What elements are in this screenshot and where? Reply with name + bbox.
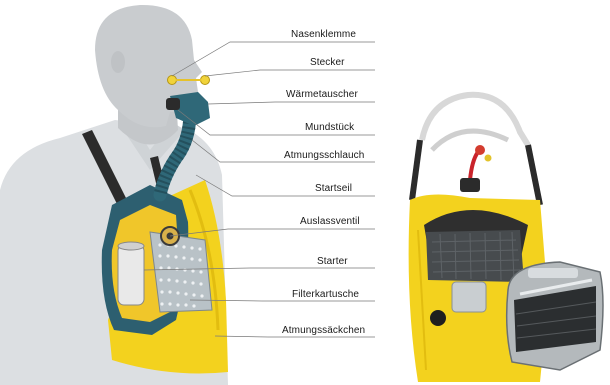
label-atmungsschlauch: Atmungsschlauch bbox=[284, 150, 364, 161]
product-knob bbox=[430, 310, 446, 326]
apparatus-product bbox=[409, 95, 603, 382]
label-startseil: Startseil bbox=[315, 183, 352, 194]
label-atmungssaeckchen: Atmungssäckchen bbox=[282, 325, 365, 336]
label-waermetauscher: Wärmetauscher bbox=[286, 89, 358, 100]
head-harness bbox=[422, 95, 528, 145]
label-stecker: Stecker bbox=[310, 57, 345, 68]
label-auslassventil: Auslassventil bbox=[300, 216, 360, 227]
mouthpiece bbox=[166, 98, 180, 110]
label-starter: Starter bbox=[317, 256, 348, 267]
label-mundstueck: Mundstück bbox=[305, 122, 354, 133]
ear bbox=[111, 51, 125, 73]
label-nasenklemme: Nasenklemme bbox=[291, 29, 356, 40]
nose-clip bbox=[168, 76, 177, 85]
starter-canister bbox=[118, 245, 144, 305]
label-filterkartusche: Filterkartusche bbox=[292, 289, 359, 300]
